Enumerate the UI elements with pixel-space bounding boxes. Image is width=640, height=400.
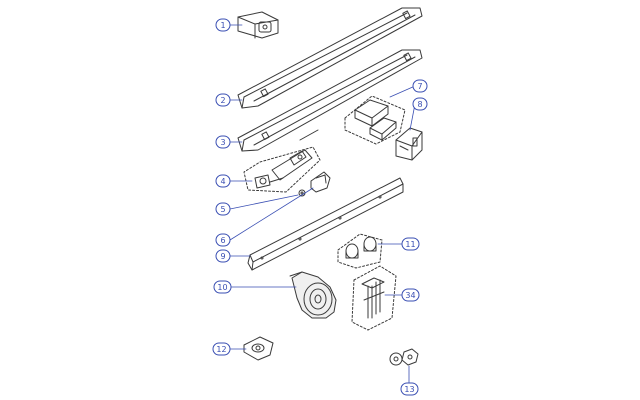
- svg-text:34: 34: [405, 291, 415, 300]
- callout-7: 7: [412, 79, 428, 93]
- part-1-end-cap: [237, 11, 279, 39]
- part-3-profile-bar: [237, 49, 423, 152]
- callout-3: 3: [215, 135, 231, 149]
- svg-text:9: 9: [220, 252, 225, 261]
- svg-text:3: 3: [220, 138, 225, 147]
- callout-12: 12: [212, 342, 231, 356]
- svg-text:13: 13: [404, 385, 414, 394]
- part-6-clip: [310, 171, 331, 193]
- callout-8: 8: [412, 97, 428, 111]
- svg-text:2: 2: [220, 96, 225, 105]
- callout-34: 34: [401, 288, 420, 302]
- callout-10: 10: [213, 280, 232, 294]
- callout-13: 13: [400, 382, 419, 396]
- svg-text:8: 8: [417, 100, 422, 109]
- svg-text:10: 10: [217, 283, 227, 292]
- part-8-end-bracket: [395, 127, 423, 161]
- svg-text:12: 12: [216, 345, 226, 354]
- callout-4: 4: [215, 174, 231, 188]
- leader-lines: [229, 24, 416, 385]
- part-11-plugs: [337, 233, 383, 269]
- callout-1: 1: [215, 18, 231, 32]
- svg-text:1: 1: [220, 21, 225, 30]
- part-2-profile-bar: [237, 7, 423, 109]
- svg-text:11: 11: [405, 240, 415, 249]
- callout-11: 11: [401, 237, 420, 251]
- svg-text:6: 6: [220, 236, 225, 245]
- part-13-washers: [389, 348, 419, 366]
- svg-text:4: 4: [220, 177, 225, 186]
- callout-9: 9: [215, 249, 231, 263]
- callout-5: 5: [215, 202, 231, 216]
- callout-2: 2: [215, 93, 231, 107]
- svg-text:5: 5: [220, 205, 225, 214]
- callout-6: 6: [215, 233, 231, 247]
- part-7-bracket: [344, 95, 406, 145]
- svg-text:7: 7: [417, 82, 422, 91]
- part-10-tape-roll: [289, 271, 337, 319]
- part-4-mechanism: [243, 129, 321, 193]
- part-34-bolts: [351, 265, 397, 331]
- part-12-cap: [243, 336, 274, 361]
- part-9-angle-rail: [247, 177, 404, 271]
